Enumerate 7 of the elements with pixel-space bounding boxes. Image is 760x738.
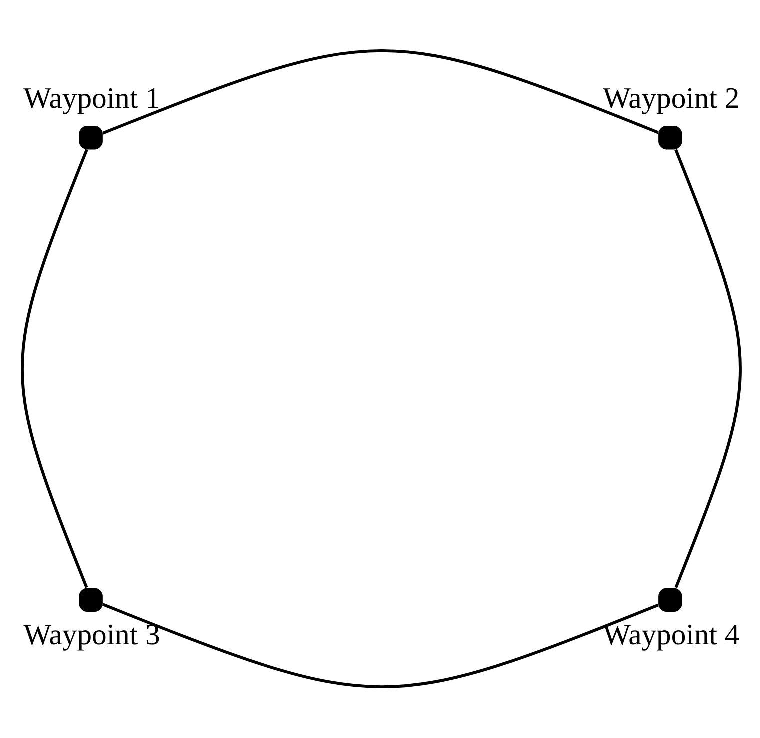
connector xyxy=(102,50,659,135)
node-label: Waypoint 2 xyxy=(603,83,740,116)
connector xyxy=(102,603,659,688)
node-label: Waypoint 1 xyxy=(24,83,160,116)
connector xyxy=(674,149,742,588)
node-label: Waypoint 4 xyxy=(603,620,740,652)
connector xyxy=(21,149,88,588)
